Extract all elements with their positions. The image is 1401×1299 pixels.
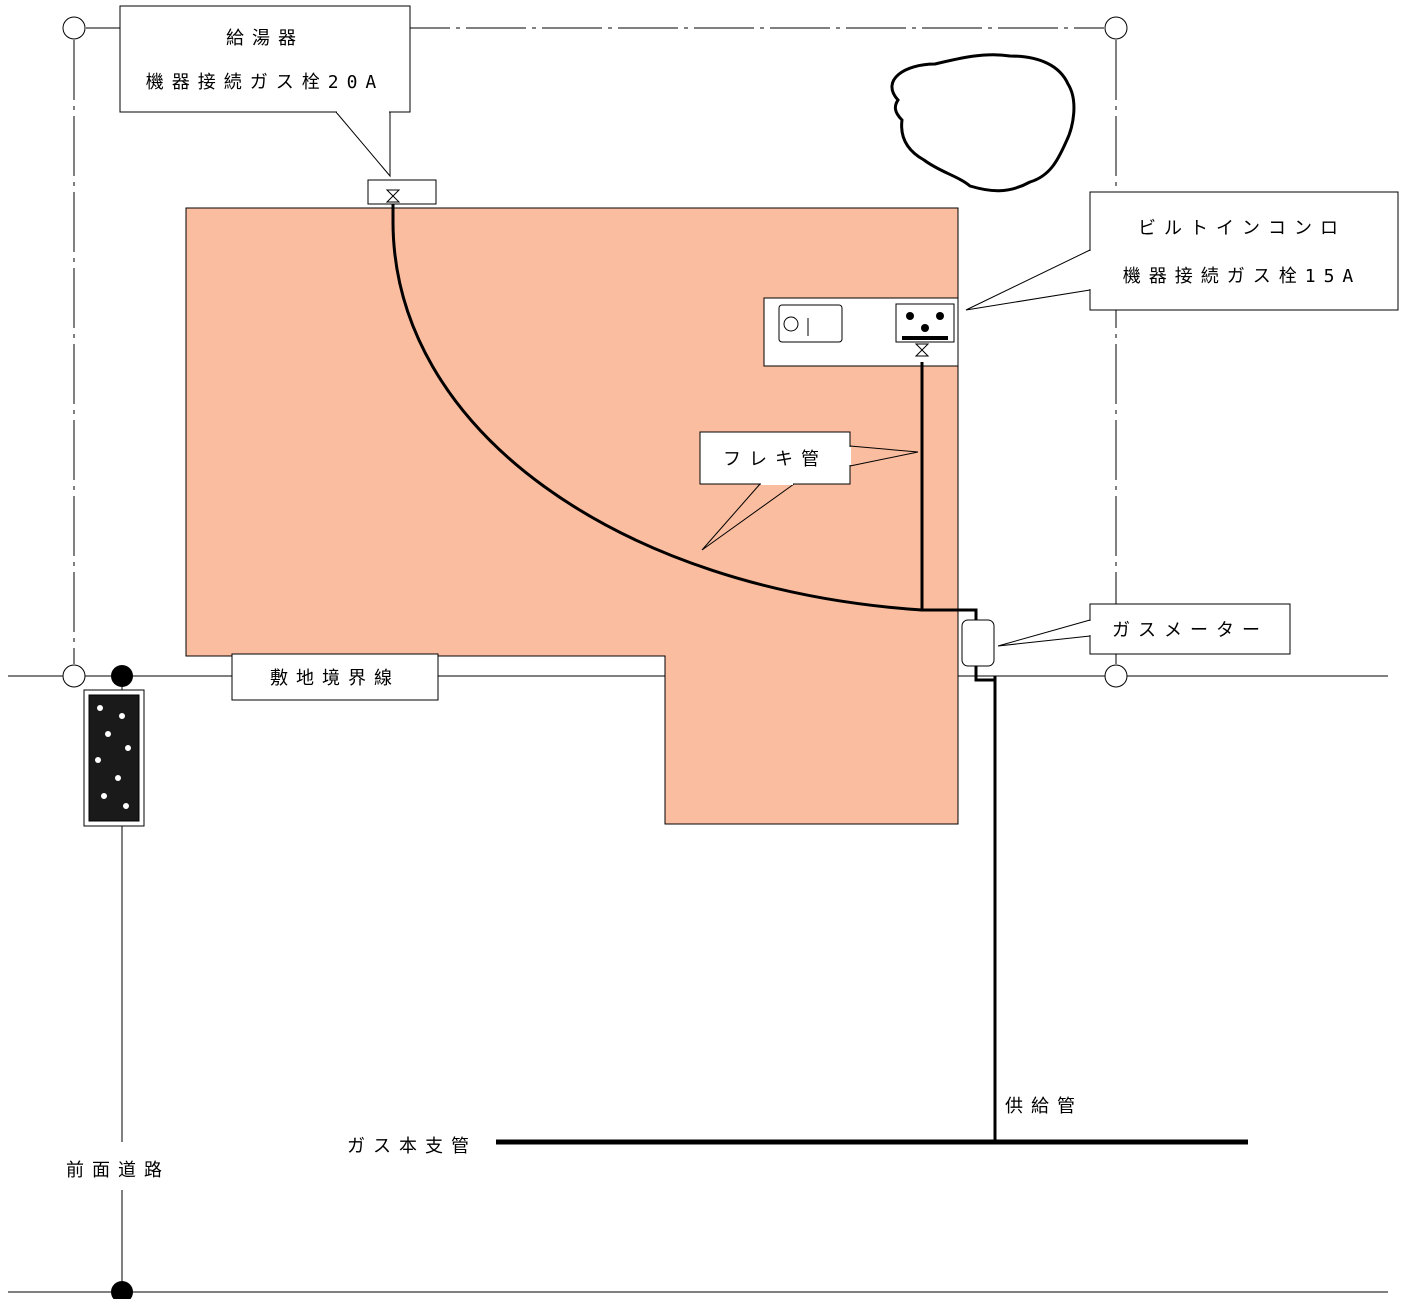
boundary-marker-nw (62, 16, 86, 40)
boundary-marker-se (1104, 664, 1128, 688)
stove-cock-label: 機器接続ガス栓15A (1123, 266, 1362, 287)
water-heater-cock-label: 機器接続ガス栓20A (146, 72, 385, 93)
sink-icon (778, 304, 843, 343)
supply-pipe-label: 供給管 (1005, 1096, 1083, 1117)
water-heater-unit (367, 179, 437, 205)
callout-stove: ビルトインコンロ 機器接続ガス栓15A (965, 191, 1399, 311)
water-heater-title: 給湯器 (226, 28, 304, 49)
flex-pipe-label: フレキ管 (723, 449, 827, 470)
gas-meter-label: ガスメーター (1112, 620, 1268, 641)
stove-valve-icon (914, 343, 930, 357)
flex-pipe-to-stove (920, 362, 978, 620)
stove-icon (895, 303, 955, 343)
boundary-marker-sw (62, 664, 86, 688)
stove-title: ビルトインコンロ (1138, 218, 1346, 239)
flex-pipe-to-water-heater (391, 204, 923, 612)
gas-main-label: ガス本支管 (347, 1136, 477, 1157)
water-heater-valve-icon (385, 189, 401, 203)
callout-water-heater: 給湯器 機器接続ガス栓20A (119, 5, 411, 178)
callout-flex-pipe: フレキ管 (699, 431, 919, 551)
gas-meter-icon (961, 619, 995, 667)
front-road-label: 前面道路 (66, 1160, 170, 1181)
boundary-marker-ne (1104, 16, 1128, 40)
callout-gas-meter: ガスメーター (997, 603, 1291, 655)
meter-outlet-pipe (974, 666, 997, 682)
tree-icon (890, 53, 1076, 193)
boundary-label: 敷地境界線 (270, 668, 400, 689)
hedge-planting (83, 689, 145, 827)
callout-boundary: 敷地境界線 (231, 653, 439, 701)
kitchen-counter (763, 297, 959, 367)
road-width-dimension (111, 665, 133, 1299)
